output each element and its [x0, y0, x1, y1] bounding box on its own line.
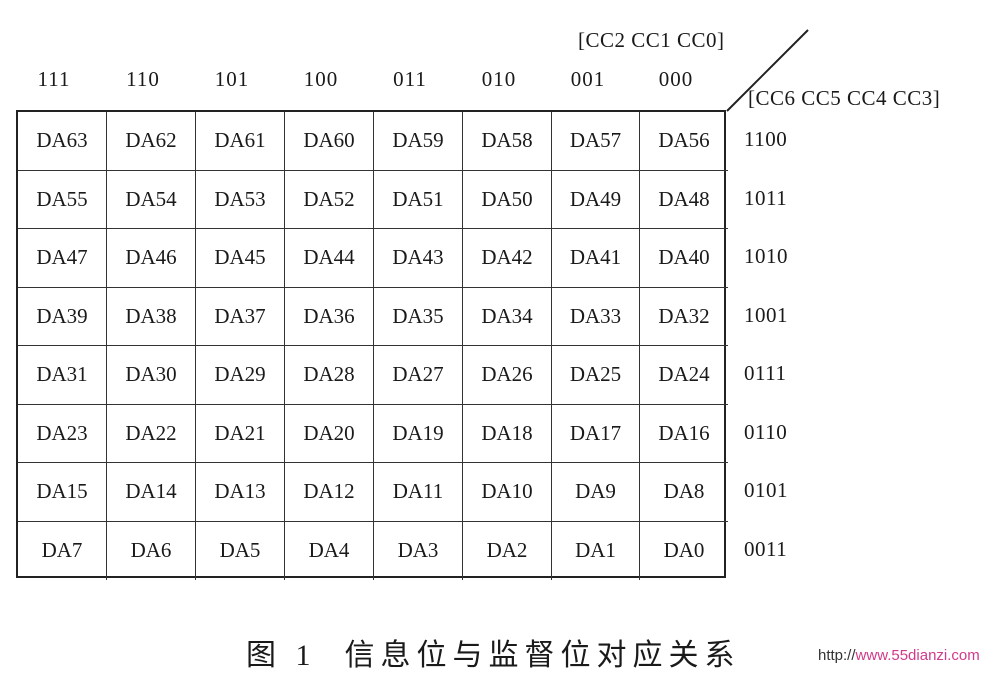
table-cell: DA12: [285, 463, 374, 522]
table-cell: DA19: [374, 404, 463, 463]
table-cell: DA57: [552, 112, 640, 171]
table-cell: DA61: [196, 112, 285, 171]
table-cell: DA16: [640, 405, 728, 463]
table-cell: DA4: [285, 521, 374, 580]
table-cell: DA38: [107, 287, 196, 346]
table-cell: DA25: [552, 346, 640, 405]
table-cell: DA43: [374, 229, 463, 288]
column-code: 011: [393, 67, 427, 91]
table-cell: DA53: [196, 170, 285, 229]
table-cell: DA51: [374, 170, 463, 229]
table-cell: DA7: [18, 521, 107, 580]
table-cell: DA45: [196, 229, 285, 288]
table-cell: DA59: [374, 112, 463, 171]
table-cell: DA37: [196, 287, 285, 346]
table-cell: DA62: [107, 112, 196, 171]
table-cell: DA42: [463, 229, 552, 288]
column-code: 111: [37, 67, 71, 91]
table-cell: DA44: [285, 229, 374, 288]
table-cell: DA32: [640, 288, 728, 346]
table-cell: DA8: [640, 463, 728, 522]
table-cell: DA0: [663, 538, 705, 563]
table-cell: DA60: [285, 112, 374, 171]
row-code: 0111: [744, 361, 787, 385]
table-cell: DA24: [640, 346, 728, 405]
table-cell: DA13: [196, 463, 285, 522]
site-watermark: http://www.55dianzi.com: [818, 647, 980, 664]
row-code: 1011: [744, 185, 788, 210]
table-cell: DA56: [640, 112, 728, 171]
row-code: 1100: [744, 127, 788, 151]
row-code: 1010: [744, 244, 788, 268]
table-cell: DA10: [463, 463, 552, 522]
column-code: 110: [126, 67, 160, 91]
watermark-prefix: http://: [818, 647, 856, 664]
table-cell: DA30: [107, 346, 196, 405]
table-cell: DA11: [374, 463, 463, 522]
table-cell: DA5: [196, 521, 285, 580]
table-cell: DA35: [374, 287, 463, 346]
table-cell: DA9: [552, 463, 640, 522]
table-cell: DA18: [463, 404, 552, 463]
column-code: 010: [481, 67, 517, 91]
table-cell: DA52: [285, 170, 374, 229]
table-cell: DA58: [463, 112, 552, 171]
table-cell: DA50: [463, 170, 552, 229]
table-cell: DA26: [463, 346, 552, 405]
table-cell: DA41: [552, 229, 640, 288]
figure-caption: 图 1 信息位与监督位对应关系: [246, 630, 741, 674]
table-cell: DA55: [18, 170, 107, 229]
table-cell: DA2: [463, 521, 552, 580]
table-cell: DA27: [374, 346, 463, 405]
row-code: 0110: [744, 419, 788, 444]
row-code: 0101: [744, 478, 788, 502]
column-code: 000: [658, 67, 694, 91]
row-code: 1001: [744, 302, 788, 327]
column-bits-label: [CC2 CC1 CC0]: [578, 28, 725, 52]
table-cell: DA15: [18, 463, 107, 522]
table-cell: DA1: [552, 521, 640, 580]
table-cell: DA63: [18, 112, 107, 171]
table-cell: DA36: [285, 287, 374, 346]
row-bits-label: [CC6 CC5 CC4 CC3]: [748, 86, 941, 110]
table-cell: DA23: [18, 404, 107, 463]
row-code: 0011: [744, 536, 788, 561]
table-cell: DA6: [107, 521, 196, 580]
table-cell: DA40: [640, 229, 728, 288]
table-cell: DA3: [374, 521, 463, 580]
table-cell: DA28: [285, 346, 374, 405]
table-cell: DA33: [552, 287, 640, 346]
column-code: 100: [303, 67, 339, 91]
table-cell: DA46: [107, 229, 196, 288]
table-cell: DA14: [107, 463, 196, 522]
table-cell: DA22: [107, 404, 196, 463]
table-cell: DA47: [18, 229, 107, 288]
table-cell: DA34: [463, 287, 552, 346]
table-cell: DA20: [285, 404, 374, 463]
table-cell: DA49: [552, 170, 640, 229]
table-cell: DA21: [196, 404, 285, 463]
table-cell: DA17: [552, 404, 640, 463]
figure-title: 信息位与监督位对应关系: [344, 639, 741, 672]
figure-number: 图 1: [246, 639, 317, 672]
column-code: 101: [214, 67, 250, 91]
table-cell: DA29: [196, 346, 285, 405]
table-cell: DA31: [18, 346, 107, 405]
table-cell: DA39: [18, 287, 107, 346]
table-cell: DA54: [107, 170, 196, 229]
column-code: 001: [570, 67, 606, 91]
table-cell: DA48: [640, 171, 728, 229]
watermark-site: www.55dianzi.com: [855, 647, 980, 664]
